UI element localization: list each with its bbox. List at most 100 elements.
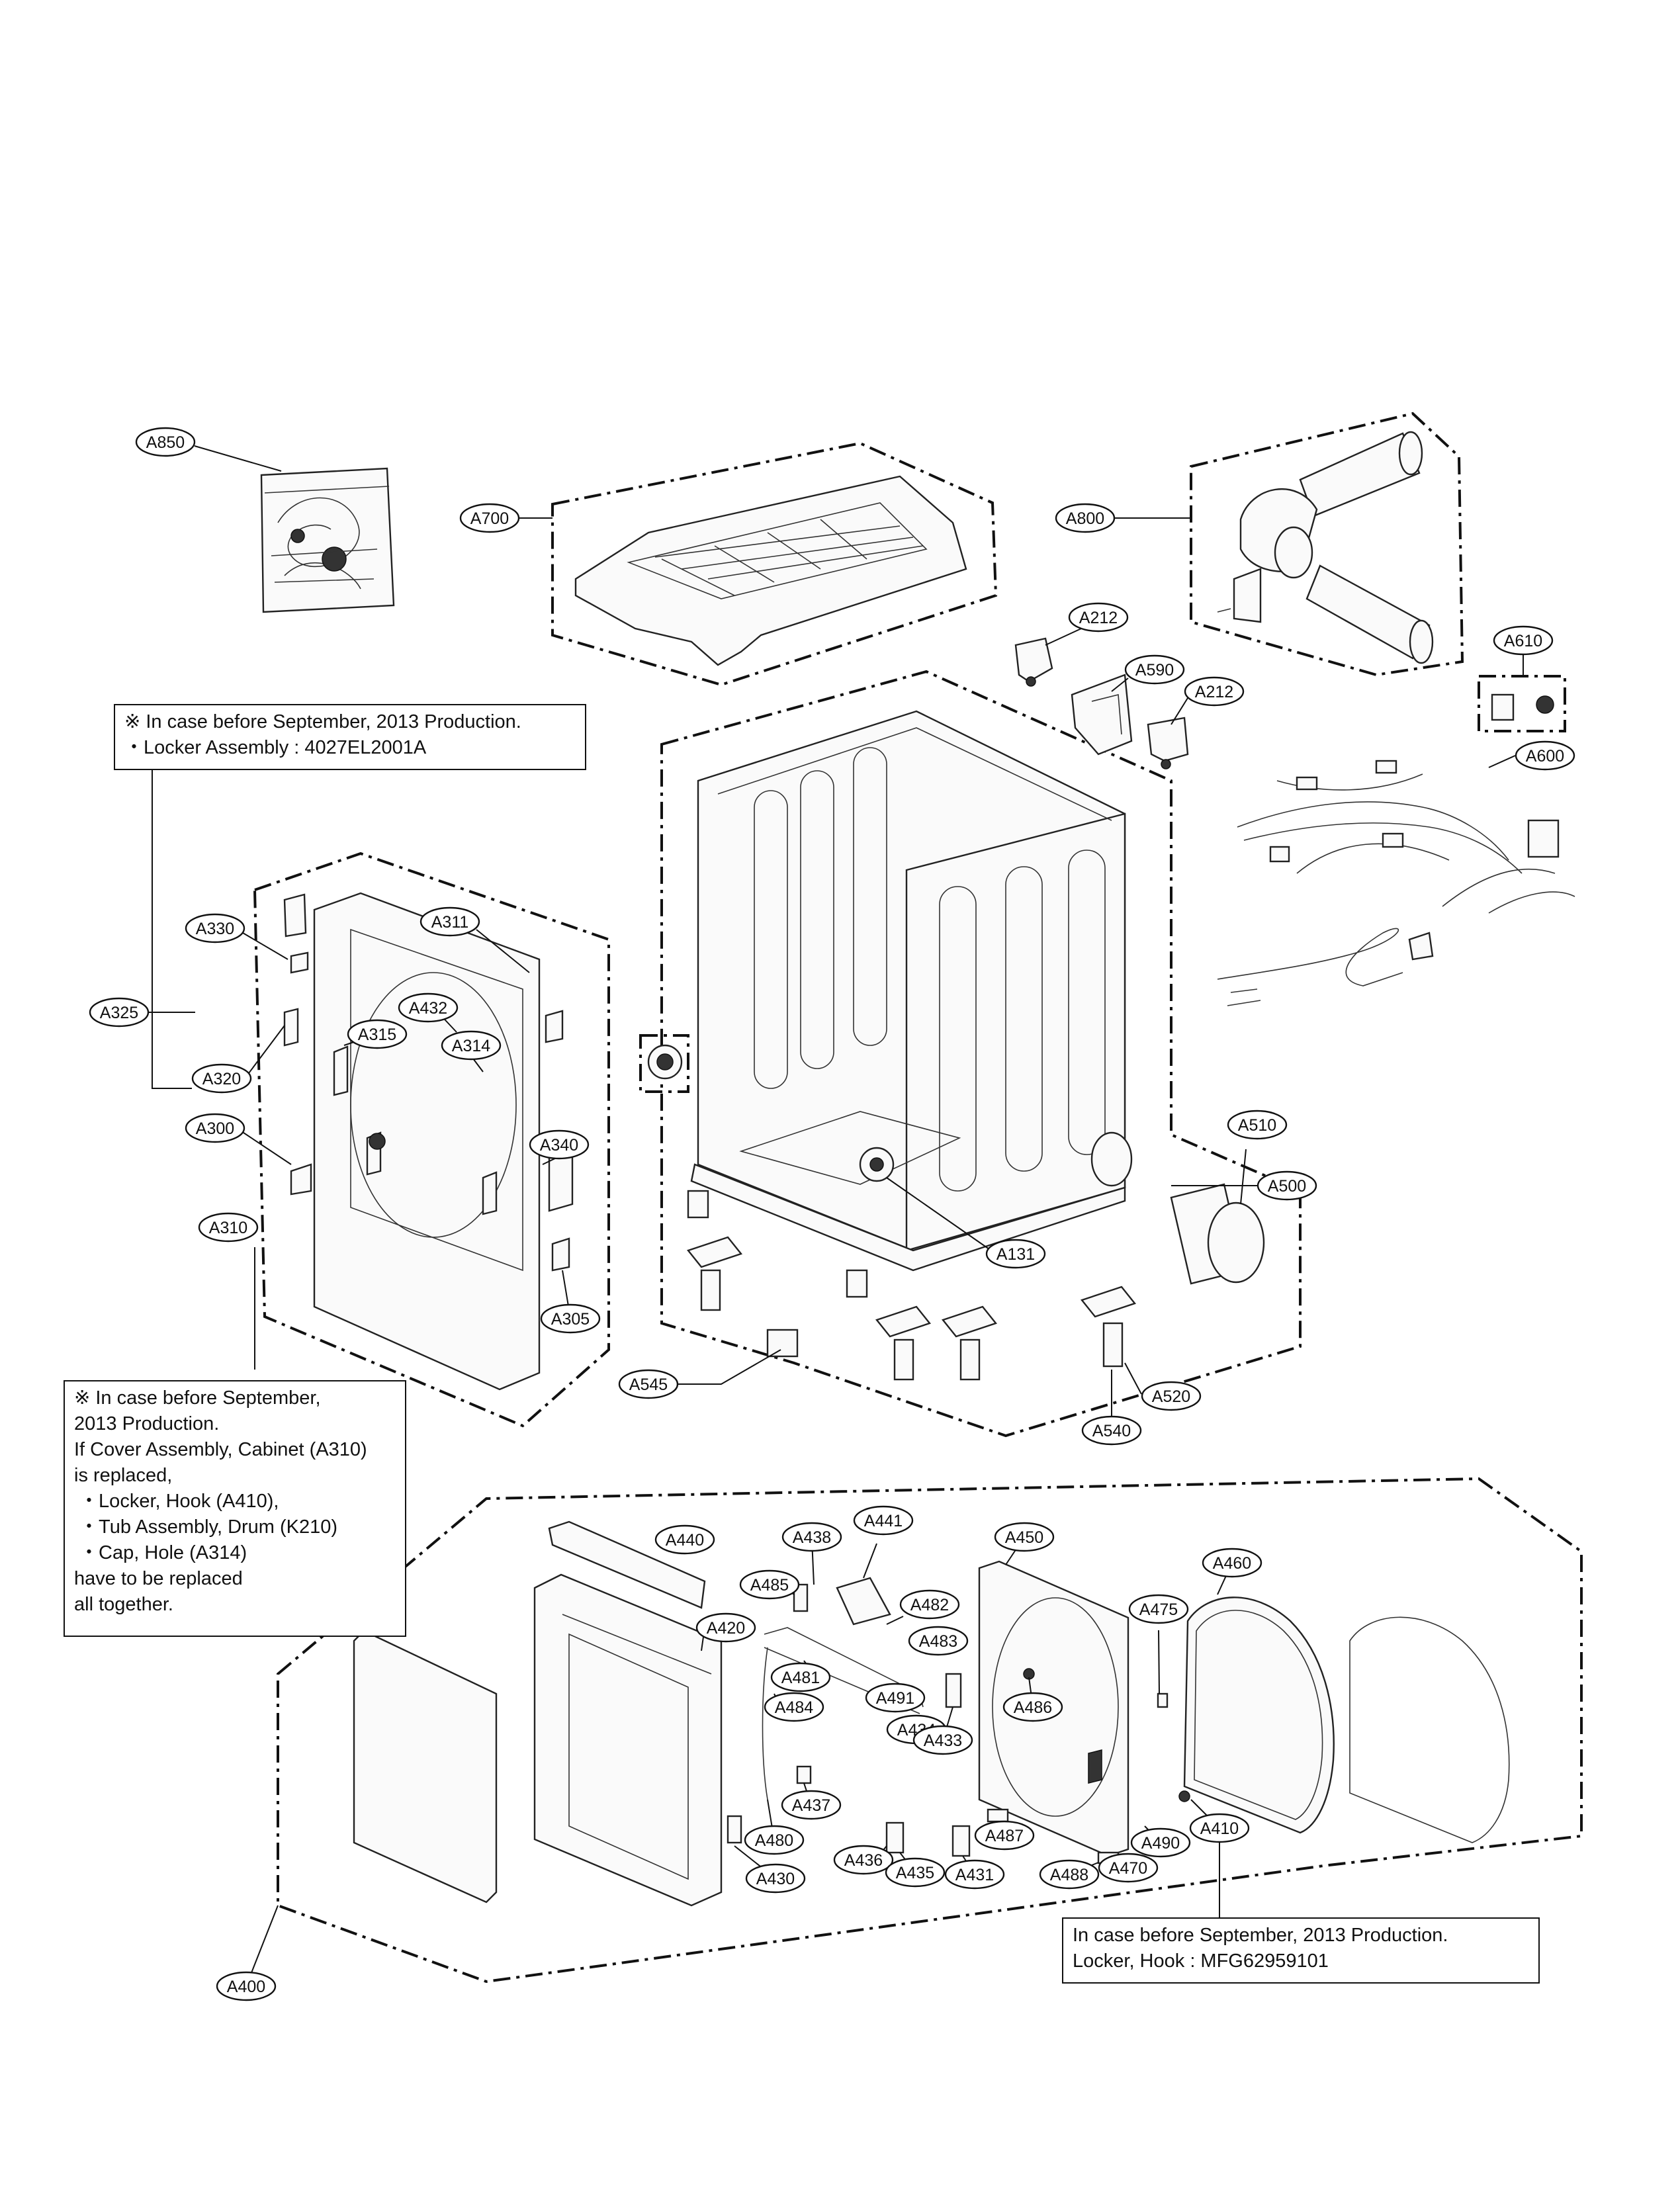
- callout-bubble: [191, 1063, 252, 1094]
- callout-bubble: [529, 1129, 590, 1160]
- callout-bubble: [739, 1569, 800, 1600]
- callout-text: A510: [1238, 1116, 1276, 1135]
- callout-text: A470: [1109, 1859, 1147, 1878]
- group-outline-a310: [253, 852, 610, 1428]
- callout-text: A438: [793, 1528, 831, 1547]
- callout-a436: A436: [833, 1845, 894, 1875]
- group-outline-a500: [660, 670, 1302, 1438]
- callout-bubble: [540, 1303, 601, 1334]
- callout-a850: A850: [135, 427, 196, 457]
- callout-bubble: [833, 1845, 894, 1875]
- callout-text: A475: [1139, 1600, 1178, 1619]
- callout-bubble: [912, 1725, 973, 1755]
- callout-a520: A520: [1141, 1381, 1202, 1411]
- callout-text: A491: [876, 1689, 914, 1708]
- note-line: ・Tub Assembly, Drum (K210): [74, 1516, 338, 1538]
- callout-a481: A481: [770, 1662, 831, 1692]
- callout-bubble: [1055, 503, 1116, 533]
- callout-a510: A510: [1227, 1110, 1288, 1140]
- callout-a441: A441: [853, 1505, 914, 1536]
- callout-bubble: [974, 1820, 1035, 1851]
- callout-bubble: [781, 1522, 842, 1552]
- callout-a480: A480: [744, 1825, 805, 1855]
- callout-text: A500: [1268, 1177, 1306, 1196]
- callout-text: A700: [470, 509, 509, 528]
- door-gasket-part: [1183, 1597, 1335, 1834]
- callout-bubble: [944, 1859, 1005, 1890]
- callout-text: A212: [1195, 683, 1233, 701]
- front-cover-part: [283, 892, 574, 1391]
- note-line: ・Locker, Hook (A410),: [74, 1491, 279, 1512]
- callout-a460: A460: [1202, 1548, 1262, 1578]
- callout-a212a: A212: [1068, 602, 1129, 633]
- callout-bubble: [1098, 1853, 1159, 1883]
- door-panel-part: [353, 1630, 498, 1904]
- callout-a488: A488: [1039, 1859, 1100, 1890]
- hardware-bag-part: [260, 467, 395, 613]
- callout-text: A610: [1504, 632, 1542, 650]
- callout-text: A540: [1092, 1422, 1131, 1440]
- top-plate-part: [574, 475, 967, 666]
- left-mount-part: [647, 1044, 683, 1080]
- group-outline-a800: [1190, 412, 1464, 677]
- callout-a486: A486: [1002, 1692, 1063, 1722]
- callout-a600: A600: [1515, 740, 1575, 771]
- callout-bubble: [618, 1369, 679, 1399]
- callout-bubble: [1039, 1859, 1100, 1890]
- callout-a320: A320: [191, 1063, 252, 1094]
- callout-text: A450: [1005, 1528, 1043, 1547]
- callout-bubble: [185, 913, 245, 943]
- callout-bubble: [441, 1030, 502, 1061]
- group-outline-a400: [277, 1477, 1583, 1984]
- note-line: 2013 Production.: [74, 1413, 220, 1434]
- callout-bubble: [781, 1790, 842, 1820]
- door-liner-part: [1349, 1616, 1510, 1843]
- callout-bubble: [1202, 1548, 1262, 1578]
- door-hinge-parts: [727, 1577, 1190, 1864]
- callout-text: A212: [1079, 609, 1118, 627]
- callout-text: A340: [540, 1136, 578, 1155]
- callout-a435: A435: [885, 1857, 946, 1888]
- cabinet-part: [690, 710, 1133, 1272]
- callout-a340: A340: [529, 1129, 590, 1160]
- callout-bubble: [885, 1857, 946, 1888]
- callout-a131: A131: [985, 1239, 1046, 1269]
- callout-text: A433: [924, 1731, 962, 1750]
- callout-text: A430: [756, 1870, 795, 1888]
- callout-bubble: [1068, 602, 1129, 633]
- callout-text: A483: [919, 1632, 957, 1651]
- note-line: ※ In case before September,: [74, 1387, 321, 1409]
- callout-bubble: [1515, 740, 1575, 771]
- callout-bubble: [1493, 625, 1554, 656]
- callout-text: A432: [409, 999, 447, 1018]
- callout-bubble: [654, 1524, 715, 1555]
- callout-text: A410: [1200, 1819, 1239, 1838]
- callout-text: A482: [910, 1596, 949, 1614]
- callout-text: A300: [196, 1119, 234, 1138]
- idler-part: [859, 1147, 895, 1182]
- callout-text: A460: [1213, 1554, 1251, 1573]
- callout-a800: A800: [1055, 503, 1116, 533]
- front-bracket-part-1: [1014, 637, 1053, 687]
- note-locker-hook: In case before September, 2013 Productio…: [1062, 1917, 1540, 1984]
- callout-a433: A433: [912, 1725, 973, 1755]
- callout-bubble: [1257, 1170, 1317, 1201]
- callout-bubble: [764, 1692, 824, 1722]
- callout-a300: A300: [185, 1113, 245, 1143]
- callout-bubble: [135, 427, 196, 457]
- callout-text: A486: [1014, 1698, 1052, 1717]
- callout-a545: A545: [618, 1369, 679, 1399]
- callout-bubble: [770, 1662, 831, 1692]
- note-line: is replaced,: [74, 1465, 173, 1486]
- callout-a610: A610: [1493, 625, 1554, 656]
- callout-a431: A431: [944, 1859, 1005, 1890]
- callout-bubble: [198, 1212, 259, 1243]
- callout-text: A437: [792, 1796, 830, 1815]
- callout-bubble: [89, 997, 150, 1028]
- callout-text: A800: [1066, 509, 1104, 528]
- note-line: ・Locker Assembly : 4027EL2001A: [124, 737, 427, 758]
- callout-text: A590: [1135, 661, 1174, 679]
- callout-text: A431: [955, 1866, 994, 1884]
- callout-bubble: [994, 1522, 1055, 1552]
